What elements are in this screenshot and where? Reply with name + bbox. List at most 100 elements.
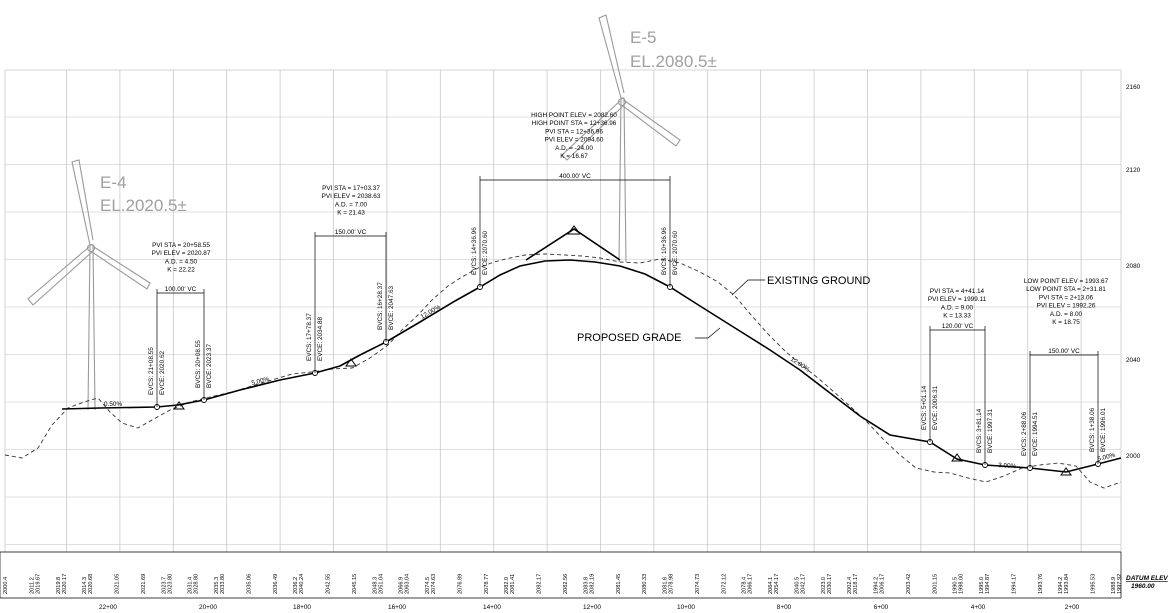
- proposed-grade-value: 2036.49: [273, 574, 279, 594]
- proposed-grade-value: 2080.33: [642, 574, 648, 594]
- existing-ground-value: 1990.5: [953, 577, 959, 594]
- bvc-elevation-label: BVCE: 1996.01: [1100, 408, 1107, 453]
- proposed-grade-line: [61, 259, 1122, 473]
- bvc-elevation-label: BVCE: 2070.60: [672, 231, 679, 276]
- bvc-station-label: BVCS: 10+36.96: [661, 227, 668, 275]
- curve-data-line: PVI STA = 20+58.55: [152, 242, 210, 249]
- vc-length-label: 150.00' VC: [335, 229, 367, 236]
- elev-label: 2080: [1126, 263, 1141, 270]
- proposed-grade-value: 2045.15: [352, 574, 358, 594]
- proposed-grade-callout: PROPOSED GRADE: [577, 327, 721, 344]
- datum-value: 1960.00: [1131, 583, 1155, 590]
- curve-data-line: HIGH POINT STA = 12+36.96: [532, 120, 617, 127]
- curve-data-line: A.D. = 8.00: [1050, 311, 1083, 318]
- evc-elevation-label: EVCE: 2020.62: [159, 350, 166, 395]
- existing-ground-value: 2048.3: [372, 577, 378, 594]
- curve-data-line: PVI ELEV = 2094.60: [545, 137, 604, 144]
- evc-station-label: EVCS: 5+01.14: [921, 385, 928, 430]
- station-label: 2+00: [1065, 604, 1080, 611]
- curve-data-line: K = 18.75: [1052, 319, 1080, 326]
- curve-data-line: PVI STA = 4+41.14: [930, 288, 985, 295]
- existing-ground-value: 2064.1: [768, 577, 774, 594]
- proposed-grade-value: 2003.42: [906, 574, 912, 594]
- station-label: 10+00: [677, 604, 695, 611]
- curve-data-line: PVI STA = 12+36.96: [545, 128, 603, 135]
- proposed-grade-value: 2042.55: [326, 574, 332, 594]
- existing-ground-value: 2074.5: [425, 577, 431, 594]
- evc-elevation-label: EVCE: 1994.51: [1032, 412, 1039, 457]
- grid: [4, 69, 1122, 552]
- proposed-grade-value: 2042.17: [800, 574, 806, 594]
- curve-data-line: PVI ELEV = 2038.63: [322, 193, 381, 200]
- grade-label: 12.00%: [420, 304, 443, 321]
- station-label: 4+00: [971, 604, 986, 611]
- curve-data-line: PVI ELEV = 1992.26: [1037, 303, 1096, 310]
- proposed-grade-value: 2076.89: [457, 574, 463, 594]
- proposed-grade-value: 1994.17: [1011, 574, 1017, 594]
- existing-ground-label: EXISTING GROUND: [767, 275, 870, 287]
- proposed-grade-value: 1994.87: [985, 574, 991, 594]
- curve-data-line: A.D. = 9.00: [941, 304, 974, 311]
- station-label: 18+00: [293, 604, 311, 611]
- proposed-grade-value: 2078.77: [484, 574, 490, 594]
- curve-data-line: LOW POINT STA = 2+31.81: [1026, 286, 1106, 293]
- high-point-tangents: [525, 228, 621, 261]
- proposed-grade-value: 2006.17: [880, 574, 886, 594]
- curve-data-line: K = 13.33: [943, 313, 971, 320]
- curve-data-line: A.D. = 4.50: [165, 258, 198, 265]
- elev-label: 2040: [1126, 357, 1141, 364]
- elevation-axis: 2160 2120 2080 2040 2000: [1126, 84, 1141, 460]
- bvc-station-label: BVCS: 1+38.06: [1089, 407, 1096, 452]
- existing-ground-value: 2019.8: [56, 577, 62, 594]
- grade-label: 5.00%: [251, 376, 271, 387]
- proposed-grade-value: 2019.67: [35, 574, 41, 594]
- existing-ground-value: 2000.4: [3, 577, 9, 594]
- existing-ground-value: 1995.0: [979, 577, 985, 594]
- curve-data-line: PVI STA = 17+03.37: [322, 185, 380, 192]
- vc-length-label: 120.00' VC: [942, 323, 974, 330]
- proposed-grade-value: 1998.00: [959, 574, 965, 594]
- vc-length-label: 150.00' VC: [1048, 348, 1080, 355]
- elev-label: 2120: [1126, 167, 1141, 174]
- existing-ground-value: 2023.7: [161, 577, 167, 594]
- evc-station-label: EVCS: 21+08.55: [148, 347, 155, 395]
- existing-ground-value: 2083.8: [583, 577, 589, 594]
- bvc-station-label: BVCS: 20+08.55: [195, 340, 202, 388]
- evc-elevation-label: EVCE: 2070.60: [482, 231, 489, 276]
- evc-station-label: EVCS: 2+88.06: [1021, 411, 1028, 456]
- curve-data-line: HIGH POINT ELEV = 2082.60: [531, 112, 617, 119]
- evc-station-label: EVCS: 17+78.37: [306, 313, 313, 361]
- turbine-e4-elev: EL.2020.5±: [100, 196, 187, 215]
- bvc-elevation-label: BVCE: 1997.31: [987, 409, 994, 454]
- proposed-grade-value: 2001.15: [932, 574, 938, 594]
- curve-data-line: A.D. = -24.00: [555, 145, 593, 152]
- proposed-grade-value: 2033.80: [220, 574, 226, 594]
- evc-elevation-label: EVCE: 2006.31: [932, 386, 939, 431]
- bvc-station-label: BVCS: 3+81.14: [976, 408, 983, 453]
- proposed-grade-value: 2018.17: [853, 574, 859, 594]
- curve-data-line: PVI ELEV = 2020.87: [152, 250, 211, 257]
- proposed-grade-value: 2051.04: [378, 574, 384, 594]
- proposed-grade-value: 2030.17: [827, 574, 833, 594]
- proposed-grade-value: 2082.17: [537, 574, 543, 594]
- proposed-grade-label: PROPOSED GRADE: [577, 332, 682, 344]
- proposed-grade-value: 2078.98: [669, 574, 675, 594]
- curve-data-line: LOW POINT ELEV = 1993.67: [1024, 278, 1109, 285]
- station-label: 12+00: [583, 604, 601, 611]
- evc-elevation-label: EVCE: 2034.88: [317, 316, 324, 361]
- vc-length-label: 100.00' VC: [165, 286, 197, 293]
- bvc-elevation-label: BVCE: 2023.37: [206, 343, 213, 388]
- station-label: 6+00: [874, 604, 889, 611]
- proposed-grade-value: 2066.17: [748, 574, 754, 594]
- turbine-e4: [27, 159, 151, 411]
- proposed-grade-value: 2028.80: [194, 574, 200, 594]
- proposed-grade-value: 2063.04: [405, 574, 411, 594]
- proposed-grade-value: 2074.73: [695, 574, 701, 594]
- turbine-e5-id: E-5: [630, 28, 656, 47]
- curve-data-line: PVI ELEV = 1999.11: [928, 296, 987, 303]
